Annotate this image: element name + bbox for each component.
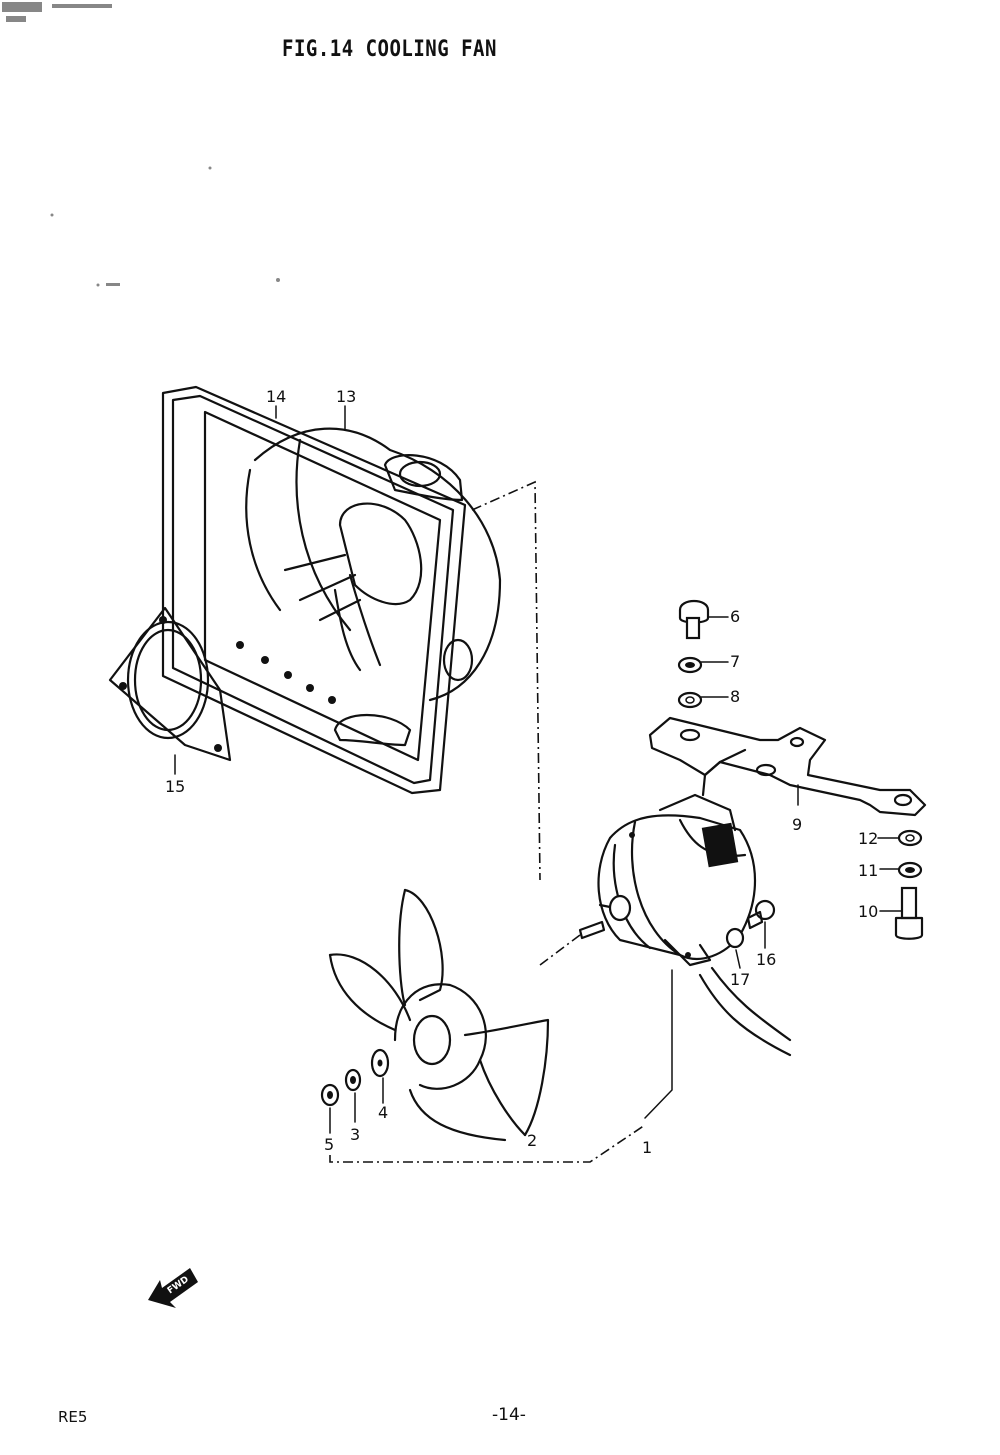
- callout-12: 12: [858, 829, 878, 848]
- callout-14: 14: [266, 387, 286, 406]
- callout-3: 3: [350, 1125, 360, 1144]
- callout-4: 4: [378, 1103, 388, 1122]
- callout-15: 15: [165, 777, 185, 796]
- callout-leaders: [174, 405, 346, 775]
- callout-1: 1: [642, 1138, 652, 1157]
- scan-noise: [2, 2, 280, 287]
- fan-blade-2: [328, 888, 550, 1142]
- forward-arrow-icon: FWD: [148, 1268, 198, 1308]
- figure-title: FIG.14 COOLING FAN: [282, 36, 497, 62]
- callout-2: 2: [527, 1131, 537, 1150]
- gasket-15: [108, 606, 232, 762]
- footer-model-code: RE5: [58, 1408, 88, 1426]
- bolt-stack-right: [877, 829, 924, 940]
- callout-labels: 1 2 3 4 5 6 7 8 9 10 11 12 13 14 15 16 1…: [165, 387, 878, 1157]
- callout-8: 8: [730, 687, 740, 706]
- callout-5: 5: [324, 1135, 334, 1154]
- hardware-3-4-5: [320, 1048, 390, 1134]
- bolt-stack-upper: [677, 599, 729, 709]
- footer-page-number: -14-: [492, 1405, 526, 1425]
- fan-shroud: [161, 385, 502, 795]
- callout-7: 7: [730, 652, 740, 671]
- callout-16: 16: [756, 950, 776, 969]
- callout-11: 11: [858, 861, 878, 880]
- callout-10: 10: [858, 902, 878, 921]
- callout-13: 13: [336, 387, 356, 406]
- bracket-9: [648, 716, 927, 817]
- callout-17: 17: [730, 970, 750, 989]
- callout-6: 6: [730, 607, 740, 626]
- screws-16-17: [725, 899, 776, 969]
- assembly-guide-lines: [329, 480, 646, 1163]
- callout-9: 9: [792, 815, 802, 834]
